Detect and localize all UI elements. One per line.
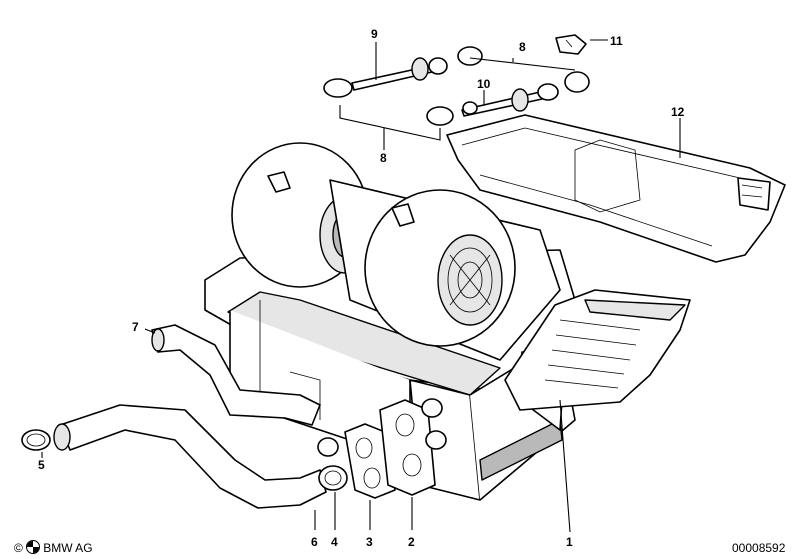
callout-4: 4 [331, 535, 338, 549]
callout-11: 11 [610, 34, 623, 48]
bmw-roundel-icon [26, 540, 41, 554]
part-5-hose-clamp [21, 429, 51, 451]
callout-9: 9 [371, 27, 378, 41]
copyright-text: BMW AG [43, 541, 93, 555]
callout-labels: 9 8 11 10 12 8 7 5 6 4 3 2 1 [38, 27, 685, 549]
part-4-hose-clamp [317, 437, 348, 491]
copyright-notice: © BMW AG [14, 540, 93, 555]
callout-5: 5 [38, 458, 45, 472]
callout-10: 10 [477, 77, 491, 91]
callout-2: 2 [408, 535, 415, 549]
callout-8-top: 8 [519, 40, 526, 54]
part-9-linkage-rod [323, 46, 590, 98]
diagram-id: 00008592 [732, 541, 786, 555]
callout-6: 6 [311, 535, 318, 549]
part-12-air-duct-cover [446, 114, 786, 263]
callout-12: 12 [671, 105, 685, 119]
part-6-lower-hose [53, 404, 327, 509]
leader-lines [41, 39, 681, 533]
part-11-clip [555, 34, 587, 55]
part-1-air-inlet-bellows [504, 289, 691, 411]
part-3-seal-plate [344, 423, 396, 499]
part-2-flange [379, 398, 447, 496]
callout-8-left: 8 [380, 151, 387, 165]
callout-3: 3 [366, 535, 373, 549]
callout-1: 1 [566, 535, 573, 549]
part-10-linkage-rod [426, 83, 559, 126]
callout-7: 7 [132, 320, 139, 334]
blower-fan-right [329, 179, 561, 361]
part-7-upper-hose [151, 324, 321, 426]
